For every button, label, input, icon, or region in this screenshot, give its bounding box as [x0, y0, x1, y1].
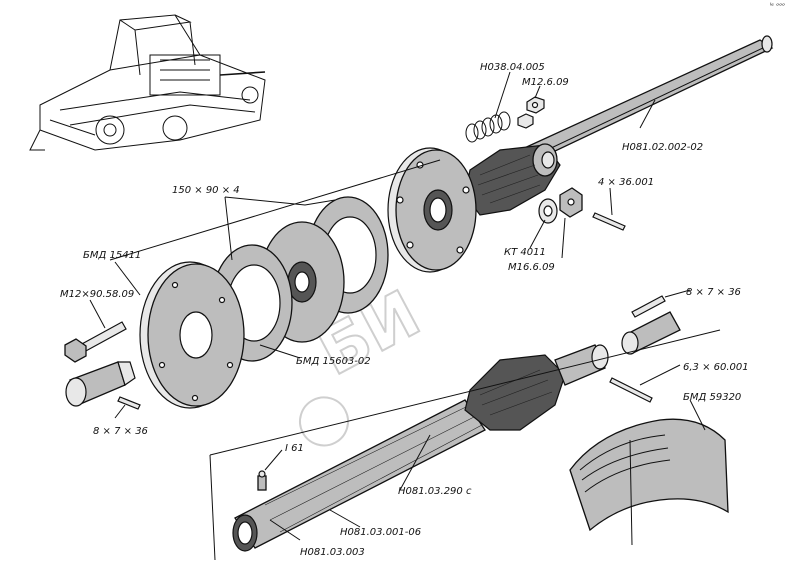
nut-and-washer	[538, 187, 583, 224]
label-kt4011: КТ 4011	[504, 247, 546, 258]
lower-shaft	[232, 399, 486, 552]
part-labels: Н038.04.005 М12.6.09 Н081.02.002-02 150 …	[60, 2, 785, 558]
flange-disk	[387, 147, 477, 273]
label-h038: Н038.04.005	[480, 62, 545, 73]
pin-top-right	[621, 295, 681, 355]
leader-lines	[89, 71, 706, 541]
pin-left	[117, 396, 141, 410]
spring	[465, 111, 511, 143]
friction-disks	[211, 196, 389, 362]
cotter-pin-top	[592, 212, 626, 231]
label-bmd59320: БМД 59320	[683, 392, 741, 403]
label-pin63: 6,3 × 60.001	[683, 362, 749, 373]
bolt	[64, 321, 127, 363]
cotter-pin-right	[609, 377, 653, 403]
label-dim150: 150 × 90 × 4	[172, 185, 240, 196]
group-separators	[109, 159, 721, 561]
guard-shield	[569, 418, 729, 546]
label-bmd15603: БМД 15603-02	[296, 356, 371, 367]
tractor-sketch	[29, 14, 266, 151]
label-m16-609: М16.6.09	[508, 262, 555, 273]
label-pin8736-left: 8 × 7 × 36	[93, 426, 148, 437]
label-m12-90: М12×90.58.09	[60, 289, 134, 300]
grease-fitting	[257, 470, 267, 491]
label-h081-02: Н081.02.002-02	[622, 142, 703, 153]
label-h081-003: Н081.03.003	[300, 547, 365, 558]
label-bmd15411: БМД 15411	[83, 250, 141, 261]
small-nuts	[517, 96, 545, 129]
label-m12-609: М12.6.09	[522, 77, 569, 88]
label-pin436: 4 × 36.001	[598, 177, 654, 188]
label-i61: I 61	[285, 443, 304, 454]
bushing-left	[65, 361, 136, 407]
label-pin8736-top: 8 × 7 × 36	[686, 287, 741, 298]
pressure-plate	[139, 261, 245, 409]
label-corner-mark: ˡᵉ ᵒᵒᵒ	[770, 2, 785, 10]
label-h08103290: Н081.03.290 с	[398, 486, 472, 497]
label-h081-001: Н081.03.001-06	[340, 527, 421, 538]
